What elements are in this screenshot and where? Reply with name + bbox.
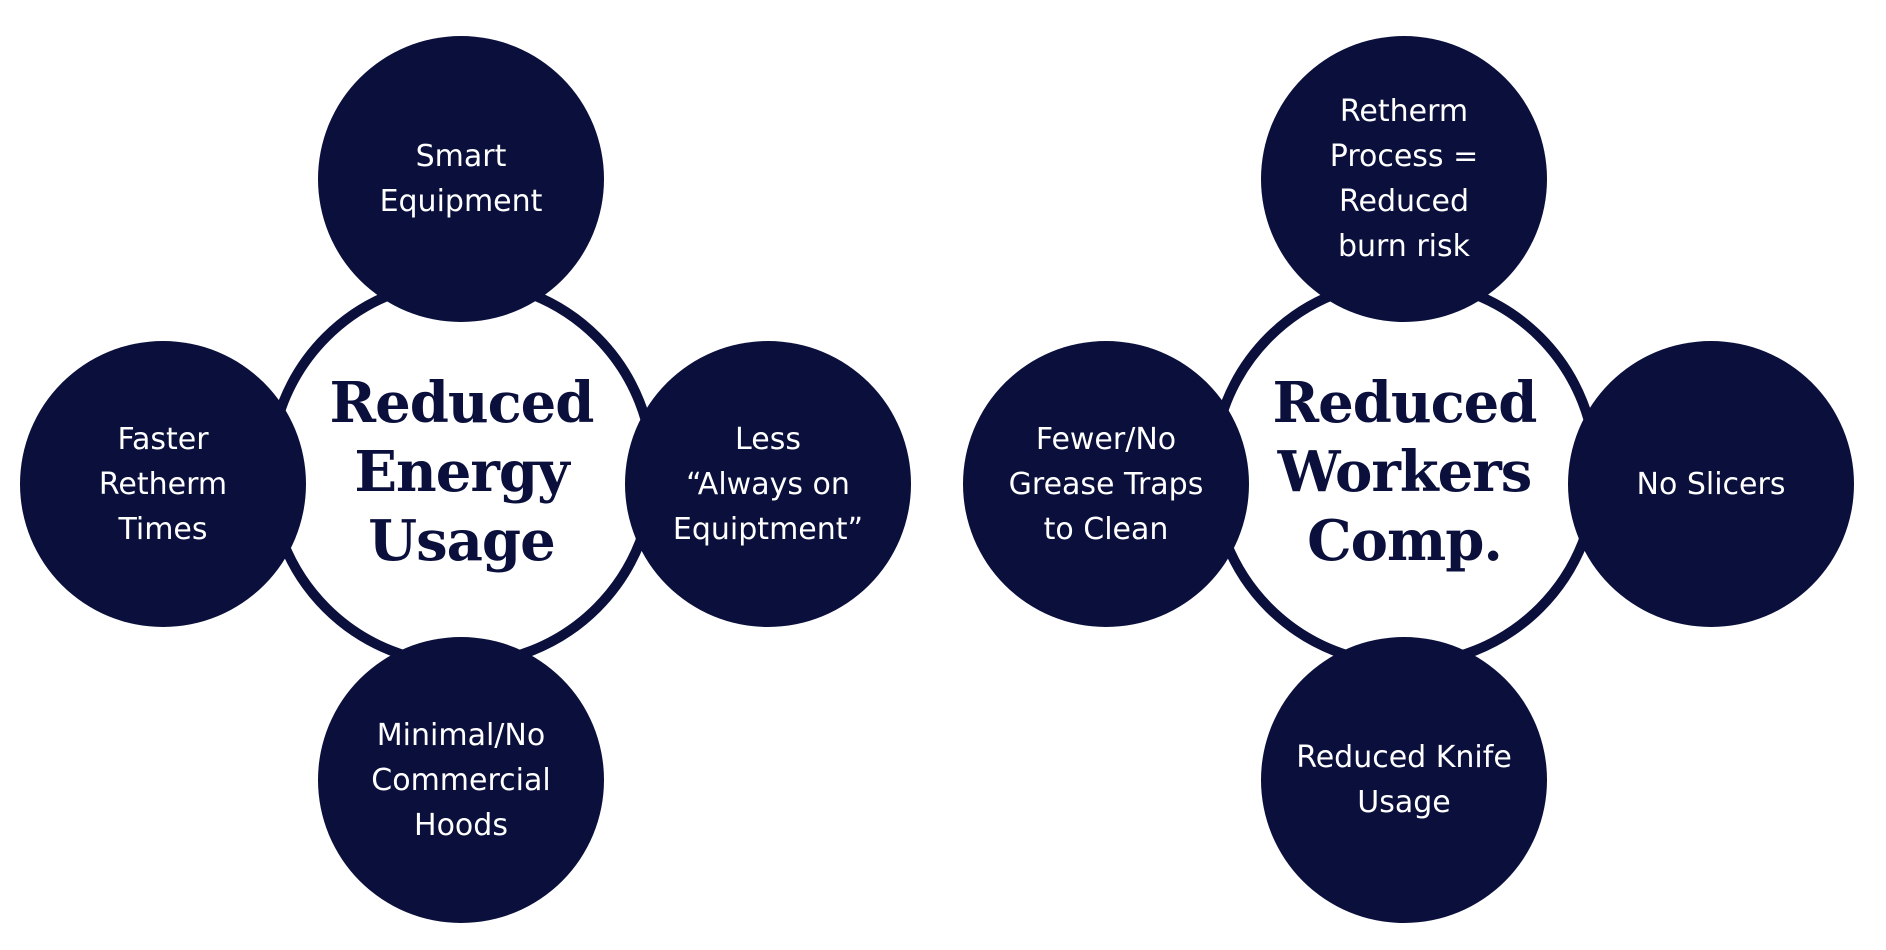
- node-top: Smart Equipment: [318, 36, 604, 322]
- node-left: Faster Retherm Times: [20, 341, 306, 627]
- center-title: Reduced Energy Usage: [329, 370, 595, 574]
- node-label: No Slicers: [1636, 466, 1786, 502]
- node-right: Less “Always on Equiptment”: [625, 341, 911, 627]
- center-title: Reduced Workers Comp.: [1272, 370, 1538, 574]
- node-label: Less “Always on Equiptment”: [672, 421, 864, 547]
- node-bottom: Minimal/No Commercial Hoods: [318, 637, 604, 923]
- node-label: Reduced Knife Usage: [1296, 740, 1512, 820]
- node-label: Smart Equipment: [379, 139, 543, 219]
- node-left: Fewer/No Grease Traps to Clean: [963, 341, 1249, 627]
- node-top: Retherm Process = Reduced burn risk: [1261, 36, 1547, 322]
- energy-usage-diagram: Reduced Energy Usage Smart Equipment Fas…: [20, 36, 911, 923]
- node-label: Minimal/No Commercial Hoods: [371, 717, 551, 843]
- workers-comp-diagram: Reduced Workers Comp. Retherm Process = …: [943, 0, 1886, 950]
- node-bottom: Reduced Knife Usage: [1261, 637, 1547, 923]
- node-right: No Slicers: [1568, 341, 1854, 627]
- node-label: Fewer/No Grease Traps to Clean: [1008, 421, 1204, 547]
- node-label: Faster Retherm Times: [98, 421, 228, 547]
- node-label: Retherm Process = Reduced burn risk: [1329, 94, 1479, 264]
